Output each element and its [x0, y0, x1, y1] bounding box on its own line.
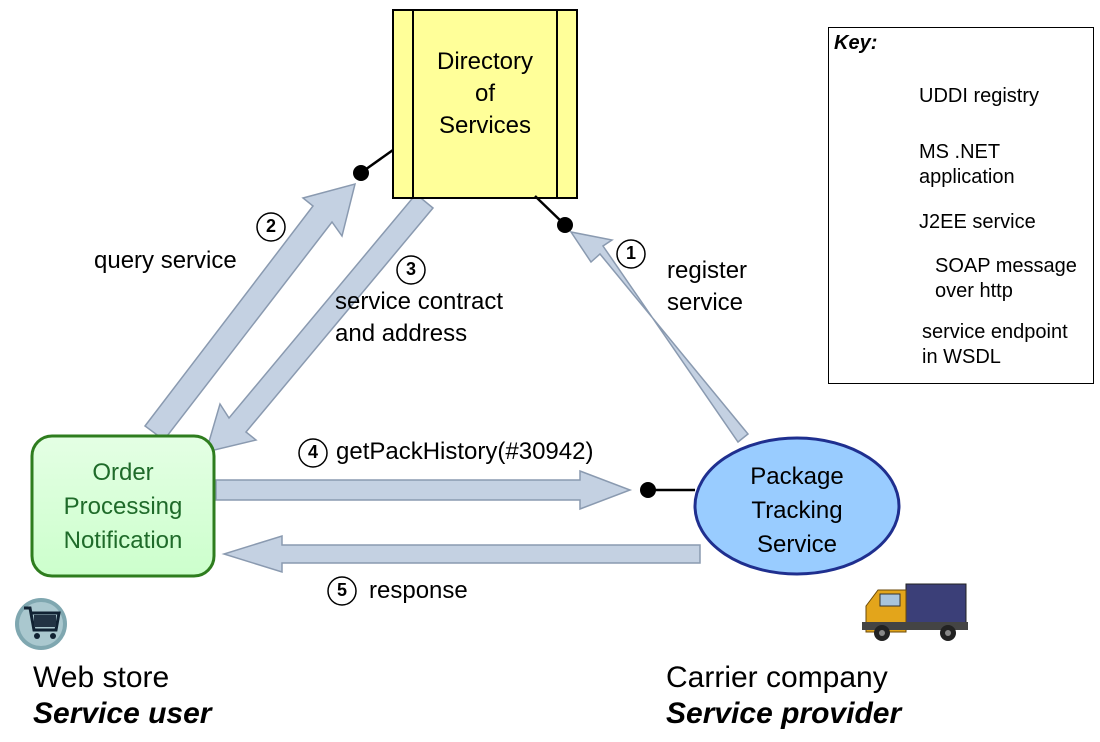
order-processing-label: Order Processing Notification	[32, 456, 214, 558]
caption-service-user: Service user	[33, 697, 212, 730]
package-label-line: Service	[756, 531, 838, 558]
legend-endpoint-line: service endpoint	[922, 321, 1068, 343]
package-tracking-node	[693, 436, 901, 576]
order-processing-node	[30, 434, 216, 578]
legend-j2ee-text: J2EE service	[919, 211, 1036, 233]
legend-box	[828, 27, 1094, 384]
package-endpoint	[640, 482, 656, 498]
step-4-circle	[298, 438, 328, 468]
step-3-label-line: and address	[335, 320, 468, 347]
shopping-cart-icon	[15, 598, 67, 650]
directory-endpoint-right	[557, 217, 573, 233]
caption-web-store-line1: Web store	[33, 661, 170, 694]
arrow-register-service	[569, 230, 750, 444]
order-label-line: Order	[92, 459, 154, 486]
legend-soap-line: SOAP message	[935, 255, 1077, 277]
caption-carrier-line1: Carrier company	[666, 661, 888, 694]
package-label-line: Package	[750, 463, 844, 490]
step-4-label: getPackHistory(#30942)	[336, 438, 594, 465]
step-1-label-line: register	[667, 257, 748, 284]
directory-of-services-node	[392, 9, 578, 199]
legend-msnet-text: MS .NET application	[919, 140, 1015, 190]
package-label-line: Tracking	[751, 497, 843, 524]
step-3-circle	[396, 255, 426, 285]
arrow-get-pack-history	[215, 469, 633, 511]
step-1-label: register service	[667, 255, 747, 319]
delivery-truck-icon	[862, 583, 968, 641]
step-2-circle	[256, 212, 286, 242]
step-1-circle	[616, 239, 646, 269]
legend-uddi-text: UDDI registry	[919, 85, 1040, 107]
step-1-label-line: service	[667, 289, 744, 316]
step-3-label: service contract and address	[335, 286, 503, 350]
caption-carrier-line2: Service provider	[666, 696, 901, 732]
step-1-number: 1	[625, 243, 636, 263]
step-3-label-line: service contract	[335, 288, 504, 315]
directory-label-line: Directory	[436, 48, 533, 75]
step-4-number: 4	[307, 442, 318, 462]
directory-label-line: Services	[438, 112, 532, 139]
directory-label: Directory of Services	[413, 46, 557, 142]
caption-service-provider: Service provider	[666, 697, 902, 730]
step-2-label: query service	[94, 247, 237, 274]
step-5-circle	[327, 576, 357, 606]
caption-web-store-line2: Service user	[33, 696, 211, 732]
legend-endpoint-line: in WSDL	[922, 346, 1001, 368]
order-label-line: Notification	[63, 527, 183, 554]
directory-endpoint-right-line	[534, 195, 565, 225]
arrow-response	[221, 534, 701, 574]
order-label-line: Processing	[63, 493, 183, 520]
arrow-service-contract	[204, 192, 435, 454]
legend-msnet-line: application	[919, 166, 1015, 188]
step-2-number: 2	[265, 216, 276, 236]
legend-soap-text: SOAP message over http	[935, 254, 1077, 304]
directory-label-line: of	[474, 80, 495, 107]
legend-msnet-line: MS .NET	[919, 141, 1001, 163]
caption-carrier-company: Carrier company Service provider	[666, 660, 901, 732]
directory-endpoint-left	[353, 165, 369, 181]
legend-soap-line: over http	[935, 280, 1013, 302]
package-tracking-label: Package Tracking Service	[720, 460, 874, 562]
step-3-number: 3	[405, 259, 416, 279]
step-5-number: 5	[336, 580, 347, 600]
caption-web-store: Web store Service user	[33, 660, 211, 732]
legend-title: Key:	[834, 32, 878, 54]
arrow-query-service	[143, 182, 357, 442]
legend-endpoint-text: service endpoint in WSDL	[922, 320, 1068, 370]
step-5-label: response	[369, 577, 468, 604]
